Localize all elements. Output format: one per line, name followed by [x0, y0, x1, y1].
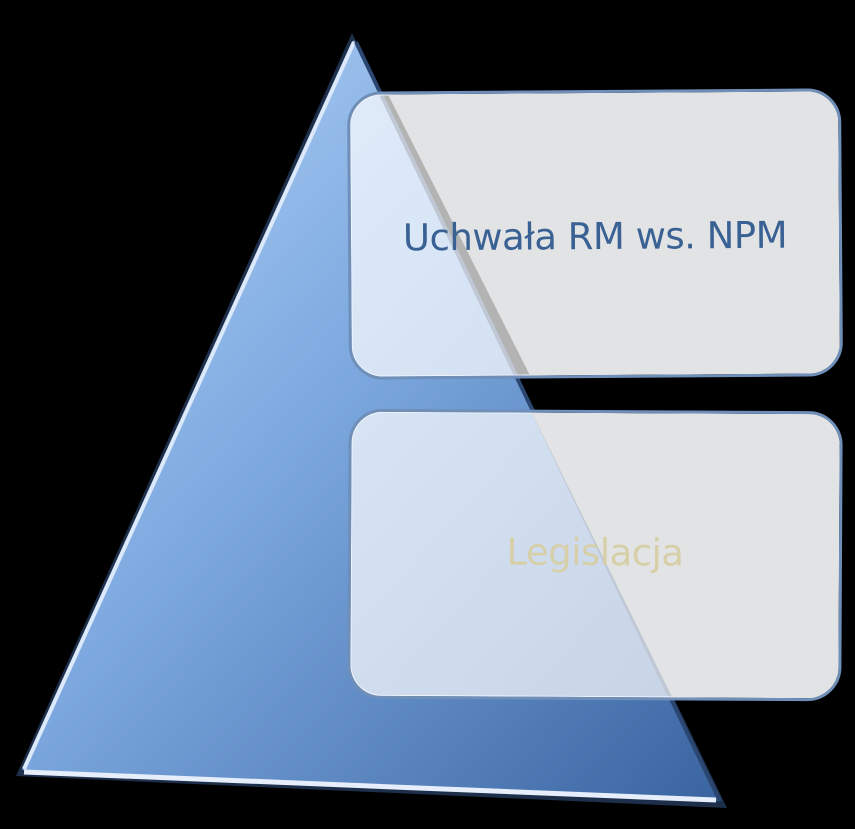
level-box-bottom: Legislacja — [347, 408, 843, 702]
level-label-top: Uchwała RM ws. NPM — [402, 213, 788, 260]
level-label-bottom: Legislacja — [506, 530, 684, 575]
level-box-top: Uchwała RM ws. NPM — [347, 88, 843, 380]
pyramid-bottom-edge — [23, 769, 717, 803]
pyramid-left-edge — [22, 41, 356, 770]
